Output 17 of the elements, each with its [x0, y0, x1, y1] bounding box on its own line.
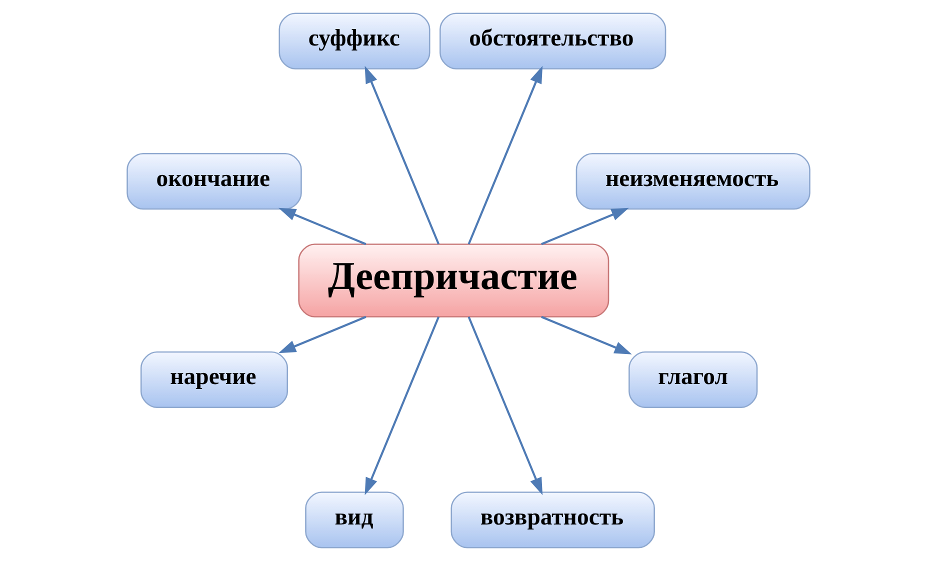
arrow: [541, 208, 629, 246]
arrow: [468, 66, 543, 245]
node-box: обстоятельство: [440, 12, 666, 70]
arrow: [541, 316, 632, 354]
node-box: суффикс: [278, 12, 430, 70]
node-box: окончание: [126, 153, 302, 210]
node-box: наречие: [140, 351, 288, 408]
arrow: [278, 208, 366, 246]
node-box: Деепричастие: [298, 244, 610, 318]
arrow: [364, 66, 440, 245]
node-box: возвратность: [450, 492, 655, 548]
arrow: [278, 316, 366, 354]
node-box: неизменяемость: [576, 153, 810, 210]
arrow: [468, 316, 543, 496]
node-box: вид: [305, 492, 404, 548]
arrow: [364, 316, 440, 496]
node-box: глагол: [628, 351, 758, 408]
